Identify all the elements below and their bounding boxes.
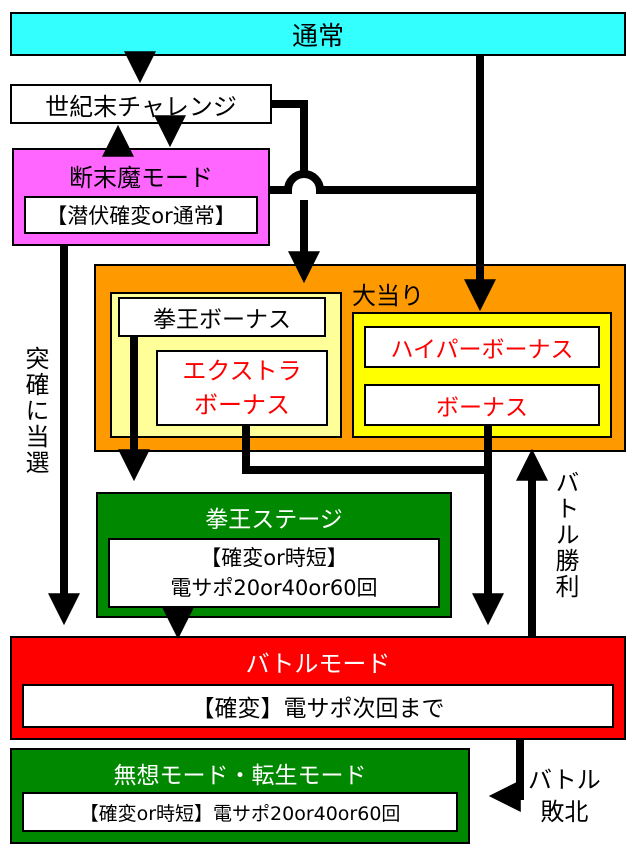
kenou-stage-detail-box: 【確変or時短】 電サポ20or40or60回	[108, 538, 440, 608]
muso-mode-sub-box: 【確変or時短】電サポ20or40or60回	[22, 792, 458, 832]
seikimatsu-challenge-label: 世紀末チャレンジ	[45, 92, 237, 121]
kenou-stage-box: 拳王ステージ 【確変or時短】 電サポ20or40or60回	[96, 492, 452, 618]
kenou-bonus-box: 拳王ボーナス	[118, 297, 326, 337]
muso-mode-title: 無想モード・転生モード	[113, 763, 367, 789]
battle-mode-box: バトルモード 【確変】電サポ次回まで	[10, 636, 626, 740]
danmatsu-mode-box: 断末魔モード 【潜伏確変or通常】	[12, 148, 270, 246]
kenou-stage-line2: 電サポ20or40or60回	[170, 576, 378, 600]
danmatsu-mode-sub: 【潜伏確変or通常】	[46, 204, 236, 228]
battle-lose-line1: バトル	[528, 766, 601, 794]
hyper-bonus-label: ハイパーボーナス	[390, 337, 574, 363]
extra-bonus-line1: エクストラ	[182, 357, 302, 385]
extra-bonus-box: エクストラ ボーナス	[156, 350, 328, 426]
muso-mode-sub: 【確変or時短】電サポ20or40or60回	[79, 802, 401, 825]
sudden-win-label: 突確に当選	[21, 346, 49, 476]
muso-mode-box: 無想モード・転生モード 【確変or時短】電サポ20or40or60回	[10, 748, 470, 844]
battle-lose-label: バトル 敗北	[528, 764, 601, 828]
hyper-bonus-box: ハイパーボーナス	[364, 326, 600, 368]
kenou-stage-title: 拳王ステージ	[205, 507, 343, 533]
battle-mode-sub: 【確変】電サポ次回まで	[191, 696, 445, 722]
jackpot-title: 大当り	[352, 282, 424, 310]
battle-mode-title: バトルモード	[245, 650, 391, 678]
danmatsu-mode-title: 断末魔モード	[69, 164, 213, 192]
normal-state-label: 通常	[291, 21, 344, 52]
extra-bonus-line2: ボーナス	[194, 391, 290, 419]
bonus-box: ボーナス	[364, 384, 600, 426]
arrow-seikimatsu-to-kenou-bonus	[272, 100, 304, 272]
danmatsu-mode-sub-box: 【潜伏確変or通常】	[24, 196, 258, 234]
normal-state-box: 通常	[10, 12, 626, 56]
arrow-battle-lose-to-muso	[488, 740, 524, 812]
battle-win-label: バトル勝利	[551, 470, 579, 600]
arrow-danmatsu-to-hyper	[270, 170, 480, 194]
seikimatsu-challenge-box: 世紀末チャレンジ	[10, 84, 272, 124]
kenou-bonus-label: 拳王ボーナス	[153, 307, 291, 333]
bonus-label: ボーナス	[436, 395, 528, 421]
battle-mode-sub-box: 【確変】電サポ次回まで	[22, 684, 614, 728]
kenou-stage-line1: 【確変or時短】	[200, 546, 348, 570]
battle-lose-line2: 敗北	[540, 798, 589, 826]
